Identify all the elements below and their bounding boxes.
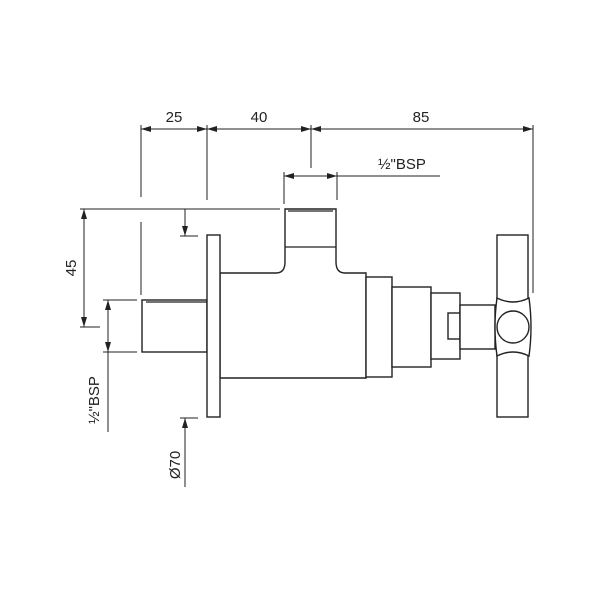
valve-body bbox=[141, 208, 532, 418]
dim-40-label: 40 bbox=[251, 109, 268, 126]
flange-diameter-label: Ø70 bbox=[167, 451, 184, 479]
inlet-thread-dimension bbox=[103, 299, 137, 432]
spindle-housing bbox=[391, 286, 432, 368]
top-dimension-chain bbox=[140, 125, 534, 295]
flange bbox=[206, 234, 221, 418]
handle-boss bbox=[496, 310, 530, 344]
dim-45-label: 45 bbox=[63, 260, 80, 277]
inlet-pipe bbox=[141, 299, 208, 353]
flange-diameter-dimension bbox=[180, 417, 198, 487]
body bbox=[219, 208, 367, 379]
dim-25-label: 25 bbox=[166, 109, 183, 126]
dim-85-label: 85 bbox=[413, 109, 430, 126]
height-dimension bbox=[80, 208, 280, 328]
outlet-thread-dimension bbox=[283, 172, 440, 204]
bonnet bbox=[365, 276, 393, 378]
inlet-thread-label: ½"BSP bbox=[86, 376, 103, 424]
outlet-thread-label: ½"BSP bbox=[378, 156, 426, 173]
spindle-key bbox=[447, 312, 461, 340]
stem bbox=[459, 304, 496, 350]
